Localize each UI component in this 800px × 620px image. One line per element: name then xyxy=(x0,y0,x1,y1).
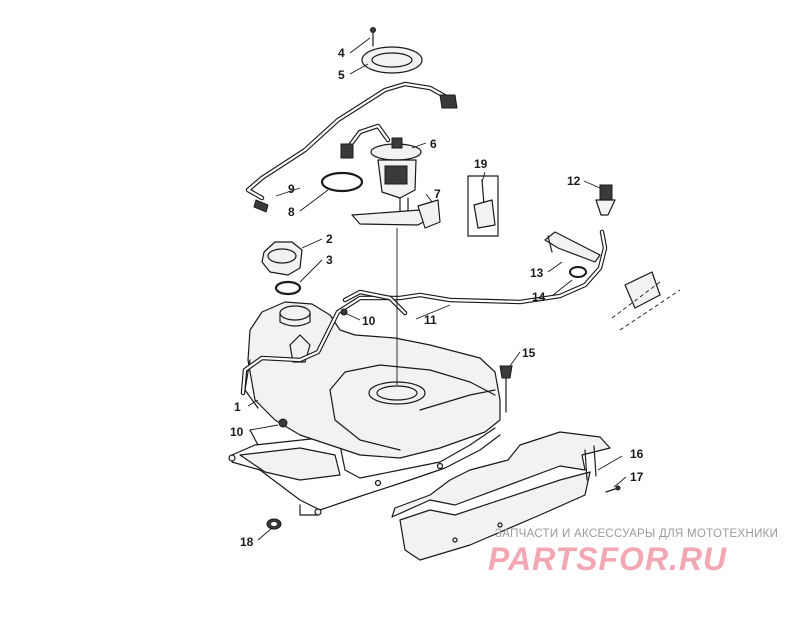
callout-labels: 4 5 6 7 8 9 2 3 19 12 13 14 11 10 1 10 1… xyxy=(230,46,644,549)
callout-6: 6 xyxy=(430,137,437,151)
callout-18: 18 xyxy=(240,535,254,549)
watermark-tagline: ЗАПЧАСТИ И АКСЕССУАРЫ ДЛЯ МОТОТЕХНИКИ xyxy=(495,528,778,540)
skid-plate-part xyxy=(391,431,611,561)
fuel-pump-assembly-part xyxy=(340,123,422,223)
callout-12: 12 xyxy=(567,174,581,188)
bushing-part xyxy=(266,518,282,530)
watermark: ЗАПЧАСТИ И АКСЕССУАРЫ ДЛЯ МОТОТЕХНИКИ PA… xyxy=(488,528,778,577)
callout-5: 5 xyxy=(338,68,345,82)
callout-19: 19 xyxy=(474,157,488,171)
callout-14: 14 xyxy=(532,290,546,304)
callout-17: 17 xyxy=(630,470,644,484)
gasket-ring-part xyxy=(320,171,364,193)
cap-seal-part xyxy=(274,280,302,296)
frame-tab-part xyxy=(611,271,681,331)
callout-10-lower: 10 xyxy=(230,425,244,439)
callout-11: 11 xyxy=(424,313,437,327)
fuel-tank-part xyxy=(244,301,501,459)
callout-15: 15 xyxy=(522,346,536,360)
fuel-cap-part xyxy=(261,241,303,276)
rollover-valve-part xyxy=(595,184,616,216)
callout-9: 9 xyxy=(288,182,295,196)
callout-3: 3 xyxy=(326,253,333,267)
leader-lines xyxy=(247,37,627,541)
callout-1: 1 xyxy=(234,400,241,414)
valve-bracket-part xyxy=(544,231,601,263)
grommet-part xyxy=(499,365,513,413)
level-sender-part xyxy=(351,199,441,229)
mounting-plate-part xyxy=(361,46,423,74)
callout-7: 7 xyxy=(434,187,441,201)
callout-13: 13 xyxy=(530,266,544,280)
screw-part xyxy=(370,27,376,47)
callout-2: 2 xyxy=(326,232,333,246)
callout-4: 4 xyxy=(338,46,345,60)
sensor-part xyxy=(467,175,499,237)
tank-frame-part xyxy=(228,427,501,516)
fuel-line-part xyxy=(245,81,458,213)
callout-8: 8 xyxy=(288,205,295,219)
callout-10-upper: 10 xyxy=(362,314,376,328)
watermark-logo: PARTSFOR.RU xyxy=(488,541,727,577)
bolt-part xyxy=(605,485,621,493)
hose-clamp-part xyxy=(569,266,587,278)
callout-16: 16 xyxy=(630,447,644,461)
vent-hose-part xyxy=(240,229,608,396)
